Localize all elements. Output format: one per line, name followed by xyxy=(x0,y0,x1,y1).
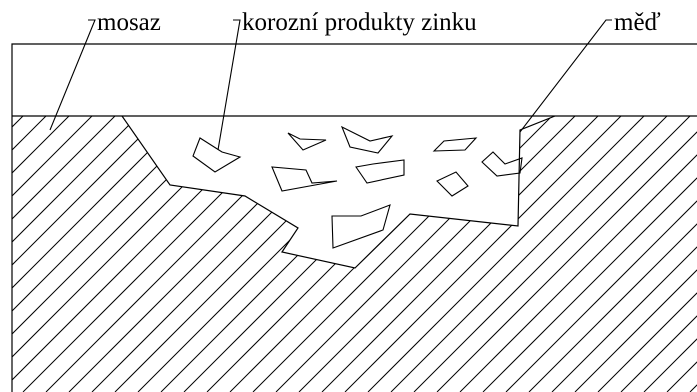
hatch-line xyxy=(183,116,461,392)
hatch-line xyxy=(12,116,70,392)
particle xyxy=(340,125,394,154)
hatch-line xyxy=(482,116,697,392)
leader-line-corrosion xyxy=(217,19,241,151)
hatch-line xyxy=(367,116,645,392)
hatch-line xyxy=(574,116,697,392)
hatch-line xyxy=(597,116,697,392)
hatch-line xyxy=(12,116,93,392)
hatch-line xyxy=(229,116,507,392)
hatch-line xyxy=(12,116,254,392)
hatch-line xyxy=(12,116,116,392)
particle xyxy=(481,151,523,177)
hatch-line xyxy=(137,116,415,392)
hatch-line xyxy=(436,116,697,392)
particle xyxy=(331,204,391,249)
hatch-line xyxy=(643,116,697,392)
hatch-line xyxy=(321,116,599,392)
particle xyxy=(432,137,478,152)
hatch-line xyxy=(12,116,208,392)
hatch-line xyxy=(459,116,697,392)
hatch-line xyxy=(91,116,369,392)
hatch-line xyxy=(12,116,185,392)
hatch-line xyxy=(114,116,392,392)
hatch-line xyxy=(390,116,668,392)
label-brass: mosaz xyxy=(97,9,161,36)
hatch-line xyxy=(12,116,139,392)
particle xyxy=(436,171,469,197)
hatch-line xyxy=(206,116,484,392)
hatch-line xyxy=(689,116,697,392)
hatch-line xyxy=(620,116,697,392)
hatch-line xyxy=(12,116,162,392)
leader-line-copper xyxy=(519,19,612,133)
hatch-line xyxy=(298,116,576,392)
hatch-line xyxy=(275,116,553,392)
hatch-line xyxy=(160,116,438,392)
particle xyxy=(355,159,405,184)
leader-line-brass xyxy=(49,19,96,131)
corrosion-zone-boundary xyxy=(121,115,556,269)
hatch-line xyxy=(68,116,346,392)
brass-hatching xyxy=(12,116,697,392)
hatch-line xyxy=(22,116,300,392)
label-copper: měď xyxy=(614,9,661,36)
hatch-line xyxy=(505,116,697,392)
hatch-line xyxy=(344,116,622,392)
particle xyxy=(192,137,242,173)
hatch-line xyxy=(12,116,277,392)
corrosion-particles xyxy=(192,125,523,249)
label-corrosion-products: korozní produkty zinku xyxy=(242,9,477,36)
particle xyxy=(271,166,338,192)
specimen-frame xyxy=(11,43,697,392)
hatch-line xyxy=(528,116,697,392)
hatch-line xyxy=(551,116,697,392)
particle xyxy=(287,132,327,151)
hatch-line xyxy=(413,116,691,392)
hatch-line xyxy=(45,116,323,392)
